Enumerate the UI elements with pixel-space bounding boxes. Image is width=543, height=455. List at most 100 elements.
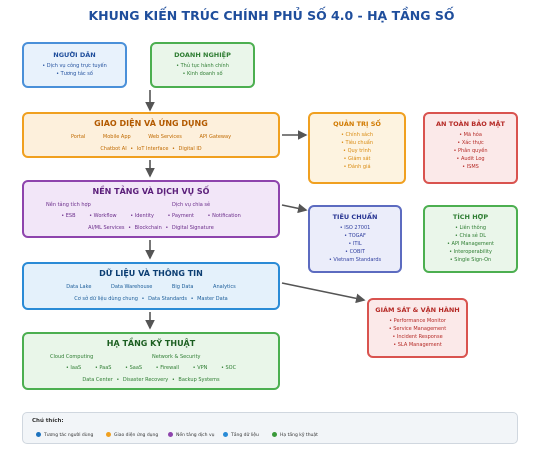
giao-dien-item: API Gateway [199,134,232,140]
tich-hop-item: • Single Sign-On [449,257,492,263]
nguoi-dan-item: • Dịch vụ công trực tuyến [42,63,107,69]
ha-tang-item: • VPN [192,365,208,371]
tieu-chuan-item: • ISO 27001 [339,225,371,231]
nen-tang-item: AI/ML Services [88,225,125,231]
legend-box [22,412,518,444]
du-lieu-item: Analytics [213,284,236,290]
legend-item: Tương tác người dùng [36,432,93,438]
tieu-chuan-box: TIÊU CHUẨN • ISO 27001 • TOGAF • ITIL • … [308,205,402,273]
tieu-chuan-title: TIÊU CHUẨN [332,213,378,221]
an-toan-item: • ISMS [462,164,479,170]
ha-tang-item: • IaaS [65,365,82,371]
giao-dien-box: GIAO DIỆN VÀ ỨNG DỤNG Portal Mobile App … [22,112,280,158]
du-lieu-row-2: Cơ sở dữ liệu dùng chung • Data Standard… [74,296,228,302]
giao-dien-item: IoT Interface [136,146,169,152]
doanh-nghiep-item: • Kinh doanh số [182,71,223,77]
an-toan-item: • Audit Log [456,156,485,162]
legend-title: Chú thích: [32,418,64,424]
ha-tang-title: HẠ TẦNG KỸ THUẬT [106,339,196,348]
doanh-nghiep-item: • Thủ tục hành chính [176,63,229,69]
giao-dien-item: Digital ID [178,146,202,152]
quan-tri-box: QUẢN TRỊ SỐ • Chính sách • Tiêu chuẩn • … [308,112,406,184]
legend-dot [36,432,41,437]
legend-dot [106,432,111,437]
arrow-du-lieu-to-giam-sat [281,282,366,304]
nen-tang-item: • Workflow [89,213,117,219]
giao-dien-item: Chatbot AI [100,146,127,152]
legend-item: Nền tảng dịch vụ [168,432,214,438]
legend-item: Hạ tầng kỹ thuật [272,432,318,438]
du-lieu-item: Data Warehouse [111,284,153,290]
ha-tang-item: • SOC [220,365,237,371]
an-toan-title: AN TOÀN BẢO MẬT [436,120,505,128]
nen-tang-row-2: AI/ML Services • Blockchain • Digital Si… [88,225,214,231]
nen-tang-title: NỀN TẢNG VÀ DỊCH VỤ SỐ [92,187,210,196]
an-toan-item: • Phân quyền [453,148,488,154]
giam-sat-item: • Incident Response [392,334,443,340]
legend-item: Giao diện ứng dụng [106,432,158,438]
ha-tang-row-1: • IaaS • PaaS • SaaS • Firewall • VPN • … [24,365,278,371]
tich-hop-box: TÍCH HỢP • Liên thông • Chia sẻ DL • API… [423,205,518,273]
ha-tang-left-label: Cloud Computing [50,354,94,360]
du-lieu-title: DỮ LIỆU VÀ THÔNG TIN [99,269,203,278]
quan-tri-item: • Giám sát [343,156,371,162]
giam-sat-item: • Performance Monitor [389,318,446,324]
nen-tang-row-1: • ESB • Workflow • Identity • Payment • … [24,213,278,219]
tich-hop-item: • Chia sẻ DL [454,233,487,239]
page-title: KHUNG KIẾN TRÚC CHÍNH PHỦ SỐ 4.0 - HẠ TẦ… [88,8,455,23]
tich-hop-title: TÍCH HỢP [452,213,489,221]
nen-tang-item: • Payment [167,213,194,219]
arrow-nen-tang-to-tieu-chuan [281,203,308,214]
du-lieu-box: DỮ LIỆU VÀ THÔNG TIN Data Lake Data Ware… [22,262,280,310]
du-lieu-item: Big Data [171,284,194,290]
tich-hop-item: • API Management [447,241,494,247]
nen-tang-left-label: Nền tảng tích hợp [46,202,91,208]
ha-tang-row-2: Data Center • Disaster Recovery • Backup… [82,377,220,383]
tieu-chuan-item: • TOGAF [344,233,366,239]
tich-hop-item: • Liên thông [454,225,487,231]
quan-tri-item: • Quy trình [343,148,371,154]
tieu-chuan-item: • COBIT [345,249,365,255]
du-lieu-row-1: Data Lake Data Warehouse Big Data Analyt… [24,284,278,290]
tieu-chuan-item: • ITIL [348,241,362,247]
nguoi-dan-item: • Tương tác số [56,71,93,77]
giao-dien-row-1: Portal Mobile App Web Services API Gatew… [24,134,278,140]
tieu-chuan-item: • Vietnam Standards [328,257,382,263]
giao-dien-item: Portal [70,134,86,140]
du-lieu-item: Cơ sở dữ liệu dùng chung [74,296,138,302]
tich-hop-item: • Interoperability [449,249,492,255]
nen-tang-item: Digital Signature [171,225,214,231]
quan-tri-title: QUẢN TRỊ SỐ [333,120,381,128]
ha-tang-item: Data Center [82,377,113,383]
ha-tang-item: • SaaS [125,365,143,371]
giam-sat-box: GIÁM SÁT & VẬN HÀNH • Performance Monito… [367,298,468,358]
du-lieu-item: Data Standards [148,296,187,302]
ha-tang-box: HẠ TẦNG KỸ THUẬT Cloud Computing Network… [22,332,280,390]
ha-tang-item: Disaster Recovery [122,377,169,383]
giao-dien-item: Mobile App [102,134,131,140]
nen-tang-right-label: Dịch vụ chia sẻ [172,202,211,208]
nen-tang-item: Blockchain [134,225,162,231]
legend-dot [168,432,173,437]
quan-tri-item: • Tiêu chuẩn [341,140,373,146]
ha-tang-right-label: Network & Security [152,354,201,360]
nen-tang-box: NỀN TẢNG VÀ DỊCH VỤ SỐ Nền tảng tích hợp… [22,180,280,238]
ha-tang-item: • Firewall [155,365,180,371]
nguoi-dan-title: NGƯỜI DÂN [53,51,96,59]
giao-dien-title: GIAO DIỆN VÀ ỨNG DỤNG [94,119,208,128]
du-lieu-item: Master Data [197,296,228,302]
legend-item: Tầng dữ liệu [223,432,259,438]
giao-dien-item: Web Services [148,134,182,140]
giam-sat-item: • Service Management [388,326,447,332]
doanh-nghiep-box: DOANH NGHIỆP • Thủ tục hành chính • Kinh… [150,42,255,88]
giam-sat-title: GIÁM SÁT & VẬN HÀNH [375,306,460,314]
giao-dien-row-2: Chatbot AI • IoT Interface • Digital ID [100,146,202,152]
doanh-nghiep-title: DOANH NGHIỆP [174,51,231,59]
an-toan-box: AN TOÀN BẢO MẬT • Mã hóa • Xác thực • Ph… [423,112,518,184]
an-toan-item: • Mã hóa [459,132,482,138]
quan-tri-item: • Đánh giá [343,164,371,170]
ha-tang-item: • PaaS [94,365,112,371]
legend-dot [272,432,277,437]
giam-sat-item: • SLA Management [393,342,442,348]
